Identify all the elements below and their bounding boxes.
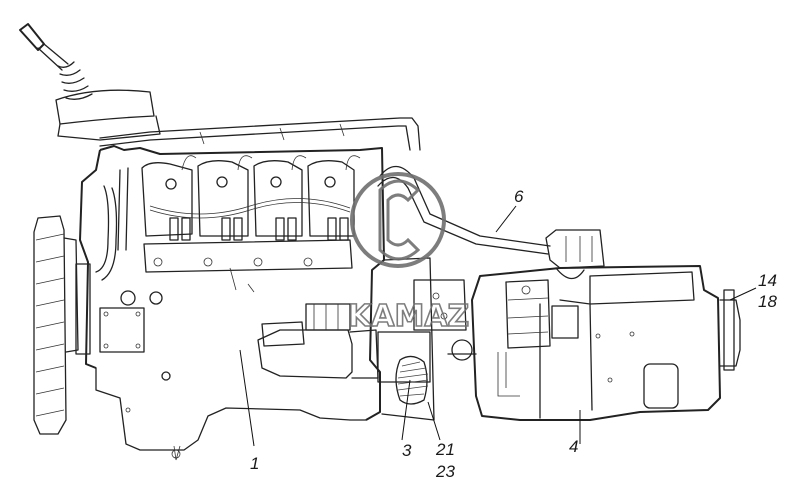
kamaz-watermark: KAMAZ: [347, 172, 470, 335]
callout-4: 4: [569, 437, 578, 456]
callout-1: 1: [250, 454, 259, 473]
kamaz-logo-icon: [350, 172, 446, 268]
callout-21: 21: [435, 440, 455, 459]
callout-14: 14: [758, 271, 777, 290]
callout-6: 6: [514, 187, 524, 206]
clutch-housing-drawing: [377, 257, 477, 421]
watermark-text: KAMAZ: [348, 299, 469, 334]
callout-23: 23: [435, 462, 455, 481]
gear-shift-lever-drawing: [19, 23, 161, 141]
callout-18: 18: [758, 292, 777, 311]
engine-block-drawing: [79, 145, 385, 461]
callout-3: 3: [402, 441, 412, 460]
fan-drawing: [33, 215, 91, 435]
gearbox-drawing: [471, 265, 741, 421]
shift-rod-drawing: [99, 117, 421, 151]
starter-motor-drawing: [257, 303, 379, 379]
leader-lines: [239, 205, 757, 447]
pipe-drawing: [377, 165, 605, 280]
